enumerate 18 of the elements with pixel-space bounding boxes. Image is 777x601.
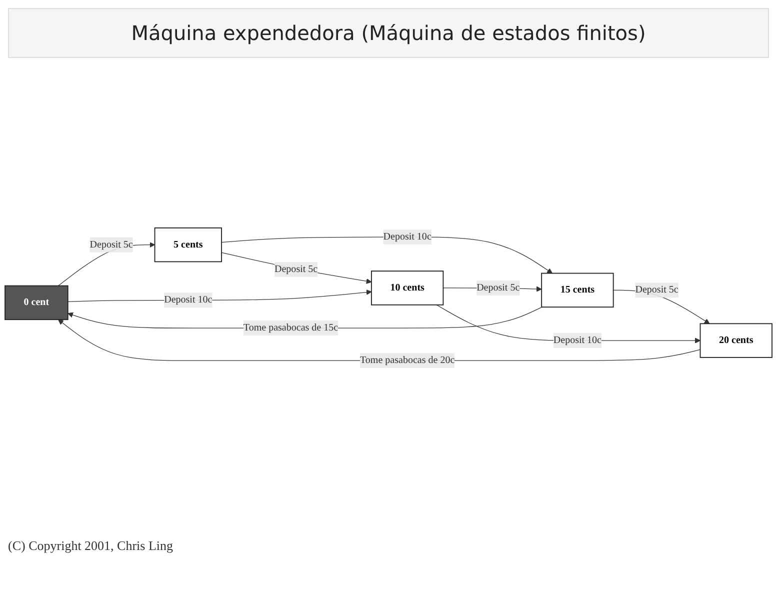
node-box: 10 cents (370, 270, 444, 306)
edge-label: Deposit 5c (274, 264, 318, 274)
arrow (58, 319, 701, 361)
edge-label: Deposit 5c (635, 284, 678, 296)
arrow (221, 252, 372, 284)
edge-label: Tome pasabocas de 20c (360, 354, 455, 366)
node-box: 20 cents (700, 323, 772, 358)
edge-label: Deposit 10c (164, 294, 212, 306)
node-box: 15 cents (541, 272, 614, 308)
edge-label: Deposit 5c (90, 239, 133, 250)
node-box: 0 cent (4, 285, 68, 320)
edge-label: Deposit 10c (553, 334, 602, 346)
title: Máquina expendedora (Máquina de estados finitos) (8, 8, 769, 58)
edge-label: Deposit 5c (476, 282, 520, 293)
node-box: 5 cents (154, 227, 222, 262)
caption: (C) Copyright 2001, Chris Ling (8, 538, 174, 553)
edge-label: Deposit 10c (383, 231, 432, 242)
edge-label: Tome pasabocas de 15c (243, 322, 338, 334)
